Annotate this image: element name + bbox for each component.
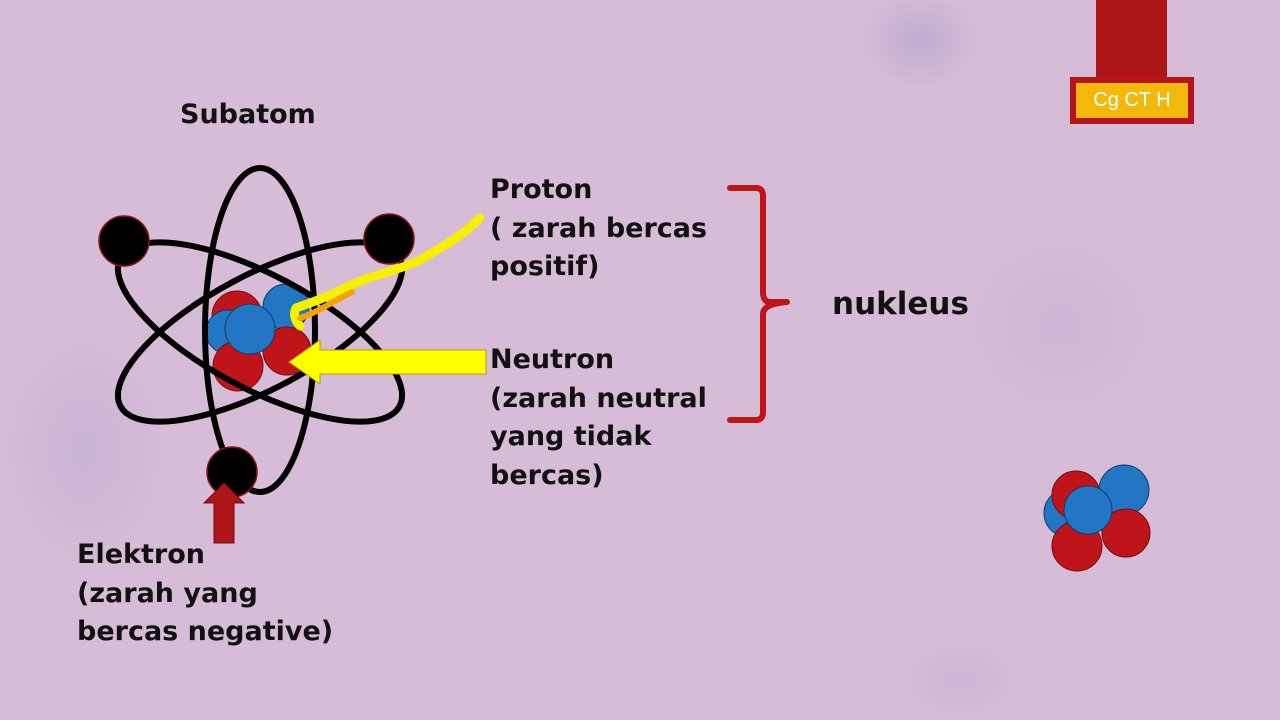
nucleus-label: nukleus [832,286,969,322]
neutron-label-line: (zarah neutral [490,382,707,414]
electron-label-line: bercas negative) [77,616,334,647]
orbit-vertical [202,165,318,495]
electron-particle [206,446,258,498]
proton-label-line: positif) [490,251,600,282]
electron-particle [363,213,415,265]
electron-label-line: (zarah yang [77,577,258,609]
nucleus-bracket [727,185,790,423]
neutron-pointer-arrow [288,339,487,385]
electron-particle [98,215,150,267]
neutron-label-line: bercas) [490,459,604,491]
neutron-particle [224,303,276,355]
neutron-label-line: yang tidak [490,421,652,452]
neutron-label-line: Neutron [490,344,615,375]
corner-tab [1096,0,1167,80]
corner-badge-text: Cg CT H [1076,83,1188,118]
neutron-label: Neutron (zarah neutral yang tidak bercas… [490,341,707,495]
nucleus-cluster-icon [1043,464,1151,572]
electron-label-line: Elektron [77,539,205,570]
proton-particle [1101,508,1151,558]
proton-label-line: Proton [490,174,593,205]
electron-pointer-arrow [202,482,246,544]
proton-label: Proton ( zarah bercas positif) [490,171,707,287]
electrons [98,213,415,498]
slide-title: Subatom [180,99,316,130]
electron-label: Elektron (zarah yang bercas negative) [77,536,333,652]
proton-pointer [290,213,485,331]
corner-badge: Cg CT H [1070,77,1194,124]
atom-nucleus [205,283,312,392]
neutron-particle [1063,485,1113,535]
proton-label-line: ( zarah bercas [490,212,708,244]
